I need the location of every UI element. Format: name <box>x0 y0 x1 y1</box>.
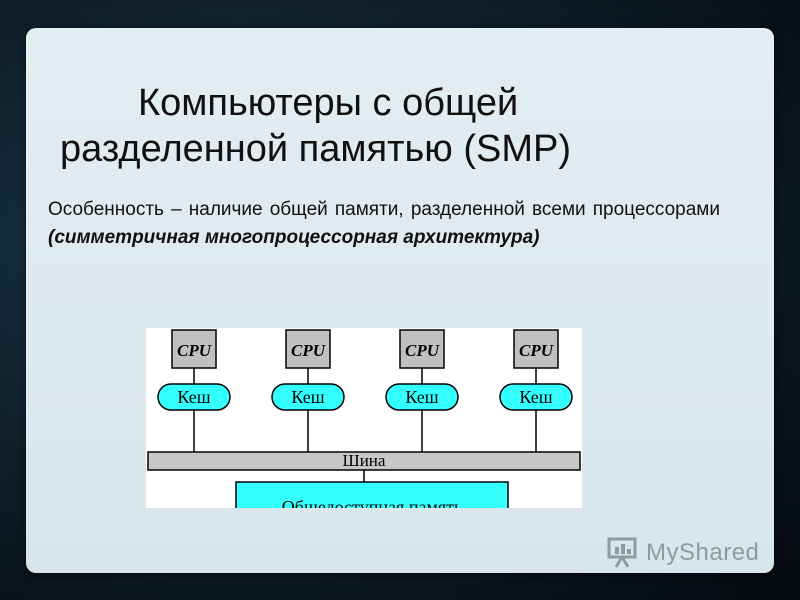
body-normal-text: Особенность – наличие общей памяти, разд… <box>48 199 720 220</box>
slide-title-line1: Компьютеры с общей <box>138 82 519 124</box>
cpu-label: CPU <box>405 341 440 360</box>
watermark-text: MyShared <box>646 539 760 566</box>
cache-box <box>499 383 573 411</box>
smp-diagram-svg: CPU Кеш CPU Кеш CPU Кеш CPU КешШинаОбщедоступна… <box>147 329 581 508</box>
memory-box <box>235 481 509 508</box>
slide-title-line2: разделенной памятью (SMP) <box>60 128 571 170</box>
cpu-label: CPU <box>291 341 326 360</box>
presentation-board-icon <box>607 537 637 568</box>
cache-label: Кеш <box>177 387 210 407</box>
cpu-box <box>285 329 331 369</box>
cpu-label: CPU <box>519 341 554 360</box>
cache-box <box>385 383 459 411</box>
cpu-box <box>399 329 445 369</box>
watermark: MyShared <box>606 535 766 569</box>
cache-box <box>157 383 231 411</box>
body-paragraph: Особенность – наличие общей памяти, разд… <box>48 196 720 252</box>
cache-label: Кеш <box>405 387 438 407</box>
cpu-box <box>513 329 559 369</box>
cache-label: Кеш <box>291 387 324 407</box>
slide: Компьютеры с общей разделенной памятью (… <box>26 28 774 573</box>
cache-box <box>271 383 345 411</box>
body-emphasis-text: (симметричная многопроцессорная архитект… <box>48 227 540 248</box>
memory-label: Общедоступная память <box>282 497 462 508</box>
slide-title: Компьютеры с общей разделенной памятью (… <box>26 80 774 172</box>
cpu-box <box>171 329 217 369</box>
cpu-label: CPU <box>177 341 212 360</box>
bus-label: Шина <box>343 451 386 470</box>
cache-label: Кеш <box>519 387 552 407</box>
